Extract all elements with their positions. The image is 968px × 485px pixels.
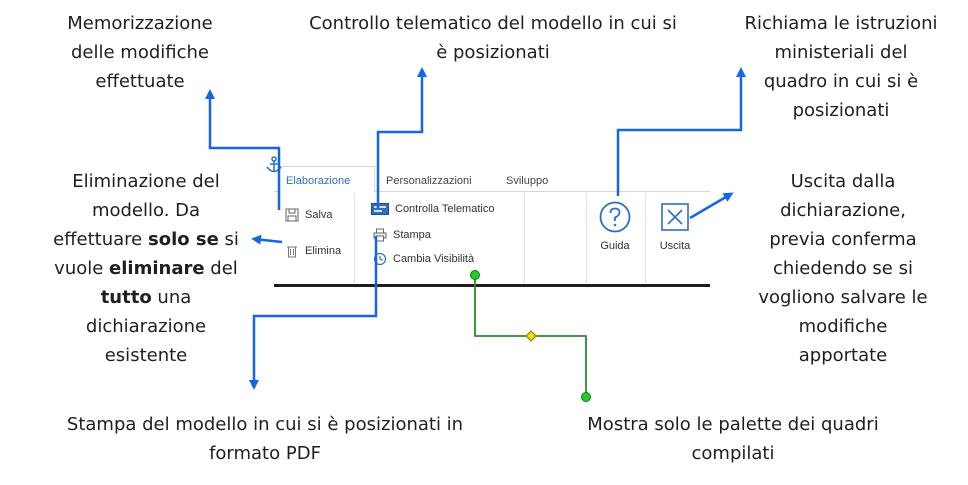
telematic-icon (371, 203, 389, 215)
annotation-line: delle modifiche (71, 42, 209, 63)
print-button[interactable]: Stampa (373, 228, 431, 242)
close-box-icon (661, 203, 689, 231)
divider (645, 193, 646, 283)
annotation-line: posizionati (792, 100, 890, 121)
annotation-line: Stampa del modello in cui si è posiziona… (66, 414, 464, 435)
annotation-visibility: Mostra solo le palette dei quadri compil… (548, 410, 918, 468)
annotation-exit: Uscita dalla dichiarazione, previa confe… (728, 167, 958, 370)
clock-icon (373, 252, 387, 266)
annotation-line: vogliono salvare le (758, 287, 928, 308)
annotation-line: Uscita dalla (790, 171, 896, 192)
guide-button[interactable]: Guida (590, 200, 640, 252)
annotation-line: Memorizzazione (67, 13, 213, 34)
annotation-line: vuole eliminare del (54, 258, 238, 279)
divider (354, 193, 355, 283)
divider (586, 193, 587, 283)
annotation-line: modello. Da (91, 200, 201, 221)
tab-personalizzazioni[interactable]: Personalizzazioni (386, 175, 472, 187)
trash-icon (287, 246, 297, 258)
annotation-line: esistente (104, 345, 188, 366)
question-mark-icon (599, 201, 631, 233)
annotation-delete: Eliminazione del modello. Da effettuare … (30, 167, 262, 370)
exit-button[interactable]: Uscita (650, 202, 700, 252)
annotation-line: dichiarazione, (780, 200, 906, 221)
connector-end-handle (581, 392, 591, 402)
annotation-line: formato PDF (209, 443, 321, 464)
telematic-check-button[interactable]: Controlla Telematico (371, 202, 494, 216)
annotation-line: effettuate (95, 71, 185, 92)
connector-midpoint-diamond (525, 330, 537, 342)
annotation-line: Controllo telematico del modello in cui … (309, 13, 677, 34)
annotation-line: chiedendo se si (772, 258, 913, 279)
annotation-line: ministeriali del (774, 42, 908, 63)
save-label: Salva (305, 209, 333, 221)
floppy-disk-icon (285, 208, 299, 222)
annotation-line: compilati (691, 443, 775, 464)
annotation-line: effettuare solo se si (53, 229, 239, 250)
annotation-line: è posizionati (436, 42, 550, 63)
tab-elaborazione[interactable]: Elaborazione (286, 175, 351, 187)
annotation-line: tutto una (100, 287, 192, 308)
annotation-line: apportate (798, 345, 888, 366)
change-visibility-button[interactable]: Cambia Visibilità (373, 252, 474, 266)
ribbon-bottom-border (274, 284, 710, 287)
delete-label: Elimina (305, 245, 342, 257)
annotation-line: quadro in cui si è (763, 71, 919, 92)
annotation-line: Eliminazione del (72, 171, 220, 192)
telematic-label: Controlla Telematico (395, 203, 495, 215)
delete-button[interactable]: Elimina (285, 244, 341, 258)
connector-visibility (474, 275, 587, 397)
annotation-line: modifiche (798, 316, 888, 337)
annotation-line: dichiarazione (85, 316, 207, 337)
annotation-print: Stampa del modello in cui si è posiziona… (20, 410, 510, 468)
save-button[interactable]: Salva (285, 208, 333, 222)
tab-active-frame (279, 166, 375, 193)
annotation-line: previa conferma (769, 229, 917, 250)
guide-label: Guida (600, 240, 630, 252)
annotation-guide: Richiama le istruzioni ministeriali del … (716, 9, 966, 125)
annotation-telematic: Controllo telematico del modello in cui … (268, 9, 718, 67)
divider (524, 193, 525, 283)
annotation-save: Memorizzazione delle modifiche effettuat… (40, 9, 240, 96)
visibility-label: Cambia Visibilità (393, 253, 475, 265)
print-label: Stampa (393, 229, 431, 241)
anchor-icon (266, 156, 282, 173)
arrow-telematic (376, 67, 427, 208)
printer-icon (373, 228, 387, 242)
tab-sviluppo[interactable]: Sviluppo (506, 175, 549, 187)
exit-label: Uscita (659, 240, 691, 252)
annotation-line: Mostra solo le palette dei quadri (587, 414, 879, 435)
annotation-line: Richiama le istruzioni (744, 13, 938, 34)
